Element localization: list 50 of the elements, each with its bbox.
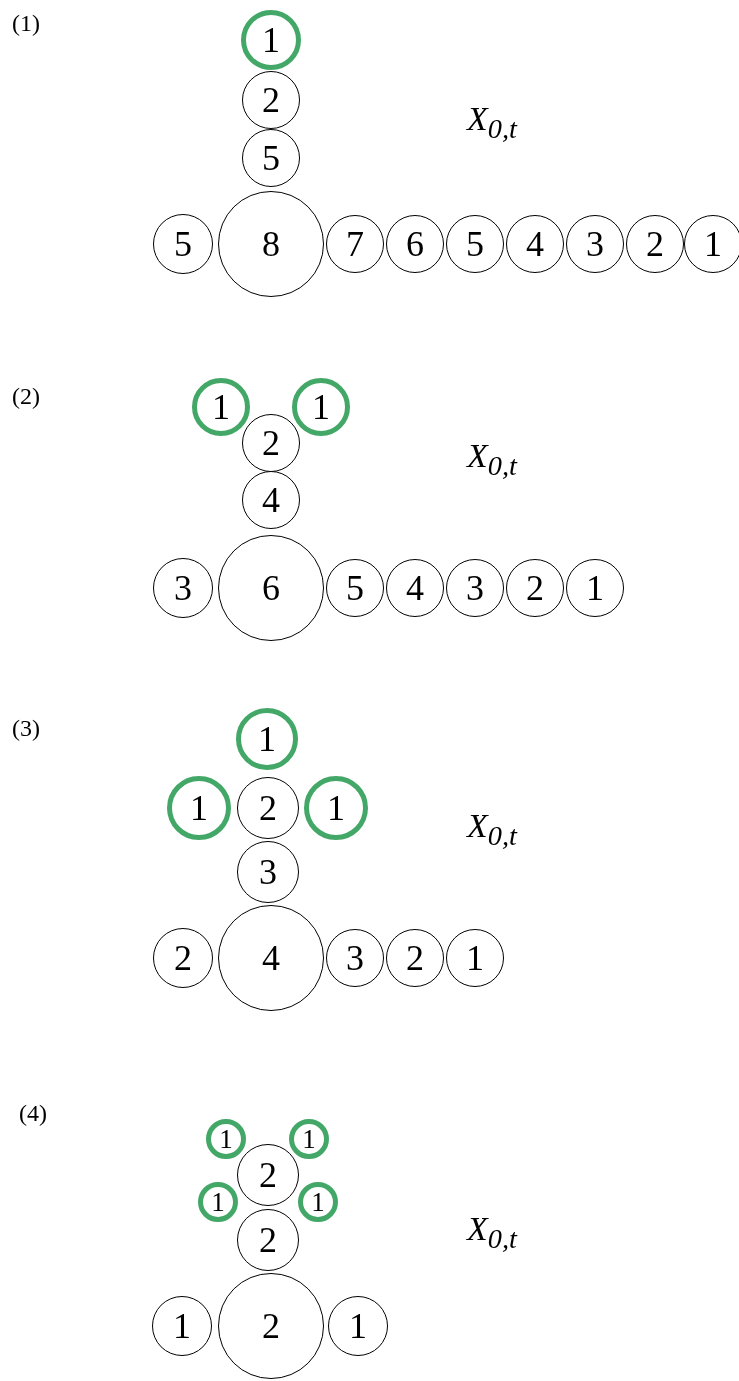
number-circle: 2: [237, 1209, 299, 1271]
number-circle: 4: [506, 215, 564, 273]
number-circle: 1: [152, 1296, 212, 1356]
number-circle: 2: [242, 71, 300, 129]
number-circle: 5: [153, 214, 213, 274]
number-circle: 1: [304, 776, 368, 840]
number-circle: 4: [242, 471, 300, 529]
panel-number: (2): [12, 383, 40, 410]
number-circle: 1: [206, 1119, 246, 1159]
panel-number: (4): [19, 1100, 47, 1127]
number-circle: 1: [566, 559, 624, 617]
variable-label: X$_{0,t}$: [467, 437, 517, 482]
number-circle: 2: [506, 559, 564, 617]
number-circle: 2: [237, 777, 299, 839]
number-circle: 7: [326, 215, 384, 273]
number-circle: 2: [153, 928, 213, 988]
number-circle: 2: [218, 1273, 324, 1379]
number-circle: 1: [298, 1182, 338, 1222]
number-circle: 8: [218, 191, 324, 297]
number-circle: 5: [326, 559, 384, 617]
number-circle: 5: [242, 129, 300, 187]
number-circle: 4: [218, 905, 324, 1011]
number-circle: 1: [241, 10, 301, 70]
number-circle: 6: [386, 215, 444, 273]
number-circle: 1: [289, 1119, 329, 1159]
number-circle: 1: [236, 708, 298, 770]
number-circle: 1: [192, 378, 250, 436]
number-circle: 3: [153, 558, 213, 618]
number-circle: 2: [386, 929, 444, 987]
number-circle: 1: [446, 929, 504, 987]
number-circle: 4: [386, 559, 444, 617]
number-circle: 1: [292, 378, 350, 436]
number-circle: 1: [198, 1182, 238, 1222]
number-circle: 3: [326, 929, 384, 987]
number-circle: 3: [446, 559, 504, 617]
number-circle: 5: [446, 215, 504, 273]
variable-label: X$_{0,t}$: [467, 807, 517, 852]
number-circle: 1: [167, 776, 231, 840]
number-circle: 1: [328, 1296, 388, 1356]
panel-number: (3): [12, 715, 40, 742]
number-circle: 6: [218, 535, 324, 641]
number-circle: 2: [626, 215, 684, 273]
number-circle: 1: [684, 215, 739, 273]
number-circle: 2: [242, 414, 300, 472]
panel-number: (1): [12, 10, 40, 37]
number-circle: 2: [237, 1144, 299, 1206]
variable-label: X$_{0,t}$: [467, 100, 517, 145]
number-circle: 3: [237, 841, 299, 903]
number-circle: 3: [566, 215, 624, 273]
variable-label: X$_{0,t}$: [467, 1210, 517, 1255]
